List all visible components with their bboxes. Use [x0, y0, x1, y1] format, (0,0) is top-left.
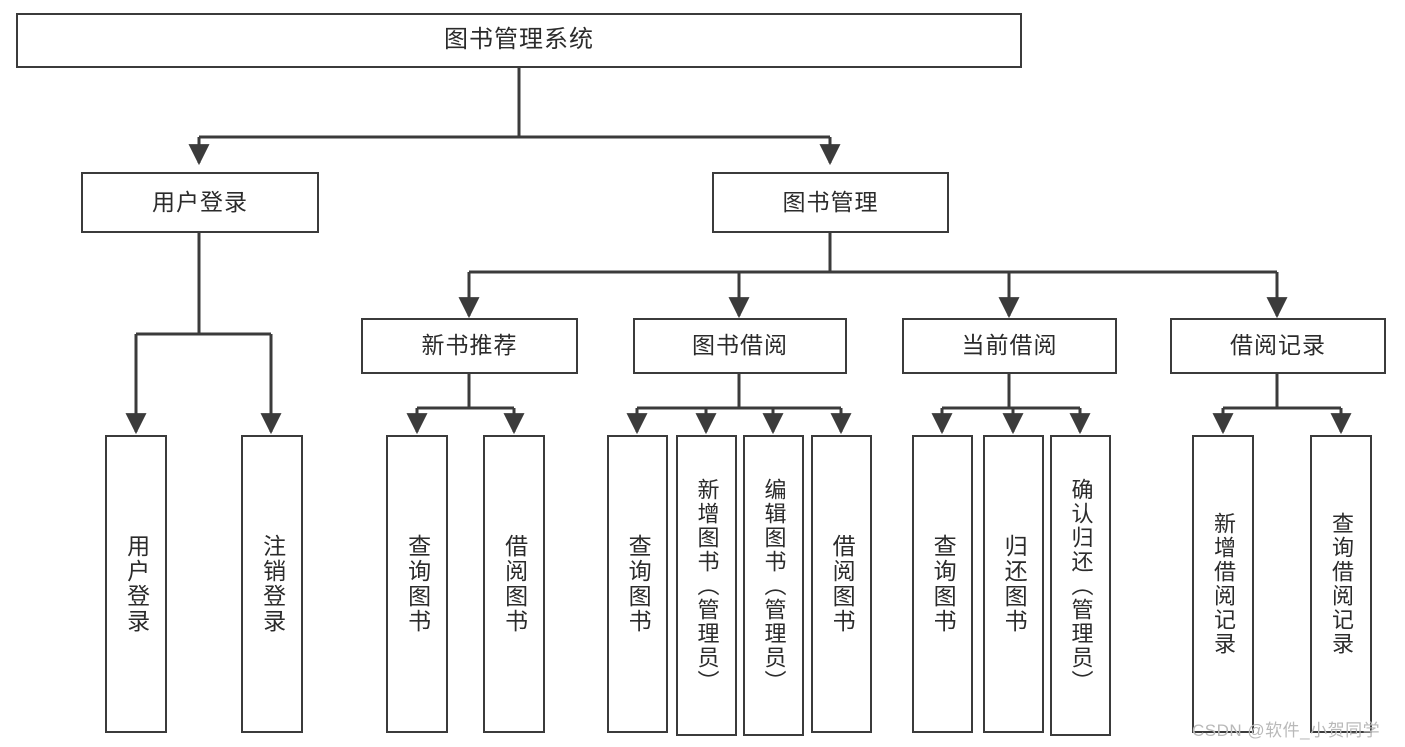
node-borrow-record-label: 借阅记录: [1230, 332, 1326, 359]
node-current-borrow[interactable]: 当前借阅: [902, 318, 1117, 374]
leaf-borrow-book-1-label: 借阅图书: [501, 534, 528, 634]
leaf-query-record-label: 查询借阅记录: [1328, 512, 1354, 656]
leaf-return-book[interactable]: 归还图书: [983, 435, 1044, 733]
leaf-add-record-label: 新增借阅记录: [1210, 512, 1236, 656]
leaf-add-book[interactable]: 新增图书（管理员）: [676, 435, 737, 736]
leaf-borrow-book-2-label: 借阅图书: [829, 534, 856, 634]
node-new-book-recommend[interactable]: 新书推荐: [361, 318, 578, 374]
leaf-confirm-return-label: 确认归还（管理员）: [1068, 477, 1094, 694]
leaf-return-book-label: 归还图书: [1001, 534, 1028, 634]
node-current-borrow-label: 当前借阅: [961, 332, 1058, 359]
node-book-borrow[interactable]: 图书借阅: [633, 318, 847, 374]
leaf-add-record[interactable]: 新增借阅记录: [1192, 435, 1254, 733]
leaf-user-login-label: 用户登录: [123, 534, 150, 634]
leaf-logout-label: 注销登录: [259, 534, 286, 634]
node-user-login-label: 用户登录: [152, 188, 248, 215]
node-book-management[interactable]: 图书管理: [712, 172, 949, 233]
node-root[interactable]: 图书管理系统: [16, 13, 1022, 68]
leaf-query-book-2[interactable]: 查询图书: [607, 435, 668, 733]
leaf-add-book-label: 新增图书（管理员）: [694, 477, 720, 694]
watermark-text: CSDN @软件_小贺同学: [1192, 721, 1381, 740]
leaf-query-record[interactable]: 查询借阅记录: [1310, 435, 1372, 733]
node-new-book-recommend-label: 新书推荐: [421, 332, 518, 359]
node-book-management-label: 图书管理: [782, 188, 879, 215]
node-user-login[interactable]: 用户登录: [81, 172, 319, 233]
leaf-confirm-return[interactable]: 确认归还（管理员）: [1050, 435, 1111, 736]
node-book-borrow-label: 图书借阅: [692, 332, 788, 359]
node-root-label: 图书管理系统: [444, 26, 594, 54]
leaf-edit-book-label: 编辑图书（管理员）: [761, 477, 787, 694]
leaf-query-book-3[interactable]: 查询图书: [912, 435, 973, 733]
leaf-query-book-1[interactable]: 查询图书: [386, 435, 448, 733]
leaf-borrow-book-2[interactable]: 借阅图书: [811, 435, 872, 733]
leaf-edit-book[interactable]: 编辑图书（管理员）: [743, 435, 804, 736]
leaf-query-book-3-label: 查询图书: [930, 534, 957, 634]
leaf-logout[interactable]: 注销登录: [241, 435, 303, 733]
leaf-borrow-book-1[interactable]: 借阅图书: [483, 435, 545, 733]
leaf-query-book-2-label: 查询图书: [625, 534, 652, 634]
leaf-user-login[interactable]: 用户登录: [105, 435, 167, 733]
node-borrow-record[interactable]: 借阅记录: [1170, 318, 1386, 374]
leaf-query-book-1-label: 查询图书: [404, 534, 431, 634]
